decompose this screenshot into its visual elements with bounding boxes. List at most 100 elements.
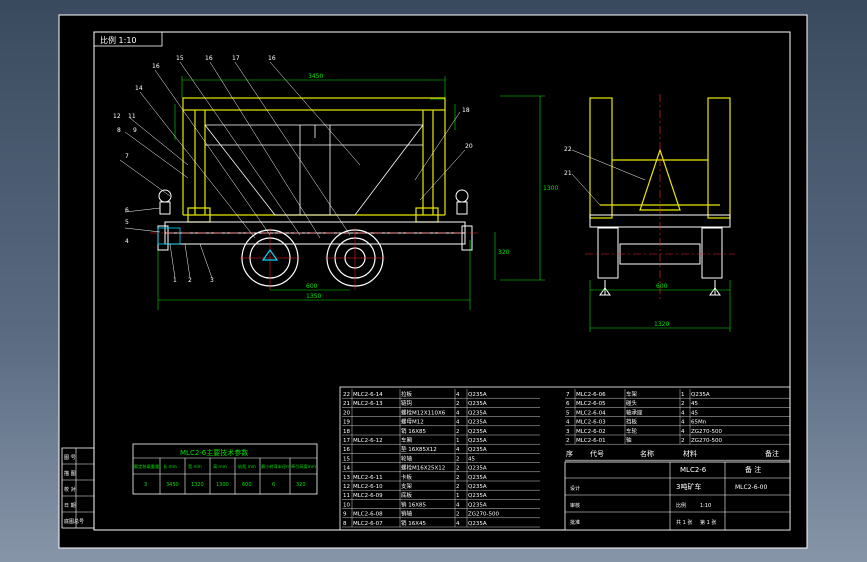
parts-cell-material: Q235A bbox=[468, 484, 487, 490]
parts-cell-material: Q235A bbox=[468, 429, 487, 435]
svg-text:5: 5 bbox=[125, 219, 129, 226]
product-name: 3吨矿车 bbox=[676, 482, 701, 491]
parts-cell-code: MLC2-6-08 bbox=[353, 512, 383, 518]
parts-cell-qty: 1 bbox=[456, 438, 460, 444]
tech-table: MLC2-6主要技术参数 额定装载重量t 长 mm 宽 mm 高 mm 轨距 m… bbox=[132, 443, 318, 495]
scale-note: 比例 1:10 bbox=[100, 35, 137, 45]
parts-cell-code: MLC2-6-02 bbox=[576, 429, 606, 435]
parts-cell-material: Q235A bbox=[468, 438, 487, 444]
parts-cell-no: 21 bbox=[343, 401, 350, 407]
side-view-callouts: 16 15 16 17 16 14 12 11 8 9 7 6 5 4 1 2 … bbox=[113, 55, 473, 284]
parts-cell-no: 16 bbox=[343, 447, 350, 453]
parts-cell-name: 拉板 bbox=[401, 390, 413, 398]
parts-cell-material: Q235A bbox=[468, 493, 487, 499]
parts-cell-qty: 4 bbox=[456, 420, 460, 426]
side-label: 底图总号 bbox=[64, 518, 84, 525]
parts-cell-qty: 2 bbox=[456, 484, 460, 490]
svg-text:6: 6 bbox=[272, 482, 275, 488]
parts-header: 材料 bbox=[683, 449, 697, 458]
svg-text:最小转弯半径m: 最小转弯半径m bbox=[261, 463, 290, 470]
parts-cell-qty: 2 bbox=[456, 429, 460, 435]
sheet-border bbox=[58, 14, 808, 549]
parts-cell-no: 3 bbox=[566, 429, 570, 435]
svg-text:3: 3 bbox=[210, 277, 214, 284]
wheel-right bbox=[325, 228, 385, 290]
parts-cell-material: Q235A bbox=[468, 401, 487, 407]
parts-cell-material: 45 bbox=[691, 401, 698, 407]
parts-cell-qty: 4 bbox=[456, 502, 460, 508]
parts-cell-no: 13 bbox=[343, 475, 350, 481]
parts-cell-no: 4 bbox=[566, 420, 570, 426]
parts-cell-no: 10 bbox=[343, 502, 350, 508]
svg-text:宽 mm: 宽 mm bbox=[188, 463, 202, 470]
svg-text:批准: 批准 bbox=[570, 519, 580, 526]
parts-cell-code: MLC2-6-10 bbox=[353, 484, 383, 490]
parts-cell-qty: 4 bbox=[681, 420, 685, 426]
parts-cell-material: ZG270-500 bbox=[468, 512, 500, 518]
parts-cell-material: Q235A bbox=[468, 447, 487, 453]
svg-text:12: 12 bbox=[113, 113, 121, 120]
svg-text:2: 2 bbox=[188, 277, 192, 284]
parts-header: 备注 bbox=[765, 449, 779, 458]
parts-cell-no: 14 bbox=[343, 466, 350, 472]
drawing-code: MLC2-6-00 bbox=[735, 484, 767, 491]
parts-cell-qty: 2 bbox=[456, 401, 460, 407]
parts-cell-name: 螺栓M12X110X6 bbox=[401, 408, 446, 416]
svg-text:第 1 张: 第 1 张 bbox=[700, 519, 716, 526]
parts-cell-no: 20 bbox=[343, 410, 350, 416]
parts-cell-name: 卡板 bbox=[401, 473, 413, 481]
svg-text:共 1 张: 共 1 张 bbox=[676, 519, 692, 526]
svg-text:4: 4 bbox=[125, 238, 129, 245]
svg-text:18: 18 bbox=[462, 107, 470, 114]
parts-cell-code: MLC2-6-05 bbox=[576, 401, 606, 407]
parts-cell-name: 底板 bbox=[401, 491, 413, 499]
svg-text:21: 21 bbox=[564, 170, 572, 177]
parts-cell-material: ZG270-500 bbox=[691, 438, 723, 444]
parts-cell-material: ZG270-500 bbox=[691, 429, 723, 435]
svg-text:600: 600 bbox=[306, 283, 318, 290]
svg-text:16: 16 bbox=[205, 55, 213, 62]
parts-cell-no: 7 bbox=[566, 392, 570, 398]
hopper-inner bbox=[204, 124, 424, 216]
parts-cell-qty: 2 bbox=[681, 401, 685, 407]
parts-cell-no: 8 bbox=[343, 521, 347, 527]
svg-text:20: 20 bbox=[465, 143, 473, 150]
svg-text:3450: 3450 bbox=[166, 482, 179, 488]
parts-cell-no: 11 bbox=[343, 493, 350, 499]
svg-text:7: 7 bbox=[125, 153, 129, 160]
svg-text:3: 3 bbox=[144, 482, 147, 488]
end-view: 600 1320 22 21 bbox=[564, 94, 735, 332]
svg-text:额定装载重量t: 额定装载重量t bbox=[134, 463, 161, 470]
parts-cell-name: 销轴 bbox=[401, 510, 413, 518]
drawing-name: MLC2-6 bbox=[680, 466, 707, 474]
svg-text:1350: 1350 bbox=[306, 293, 321, 300]
svg-text:16: 16 bbox=[268, 55, 276, 62]
parts-cell-code: MLC2-6-01 bbox=[576, 438, 606, 444]
parts-cell-code: MLC2-6-06 bbox=[576, 392, 606, 398]
parts-cell-qty: 2 bbox=[456, 475, 460, 481]
svg-text:320: 320 bbox=[498, 249, 510, 256]
parts-cell-name: 链钩 bbox=[401, 399, 413, 407]
svg-text:1300: 1300 bbox=[543, 185, 558, 192]
svg-text:1: 1 bbox=[173, 277, 177, 284]
parts-cell-qty: 4 bbox=[681, 410, 685, 416]
svg-text:17: 17 bbox=[232, 55, 240, 62]
parts-cell-name: 轮轴 bbox=[401, 454, 413, 462]
parts-cell-material: 45 bbox=[468, 456, 475, 462]
parts-cell-code: MLC2-6-14 bbox=[353, 392, 383, 398]
svg-text:15: 15 bbox=[176, 55, 184, 62]
svg-text:11: 11 bbox=[128, 113, 136, 120]
